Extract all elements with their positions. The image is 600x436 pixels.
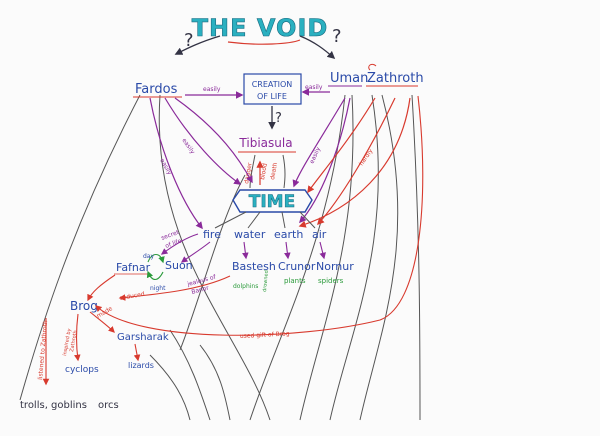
node-crunor: Crunor bbox=[278, 260, 316, 273]
time-to-elements bbox=[214, 211, 316, 229]
creation-line-1: CREATION bbox=[252, 80, 293, 89]
node-bastesh: Bastesh bbox=[232, 260, 276, 273]
node-fire: fire bbox=[203, 228, 221, 241]
node-time: TIME bbox=[249, 192, 295, 212]
label-blood: blood bbox=[259, 163, 269, 181]
label-easily-left: easily bbox=[203, 86, 221, 93]
brog-to-garsharak-arrow bbox=[89, 311, 115, 333]
water-to-bastesh-arrow bbox=[242, 241, 249, 260]
air-to-nornur-arrow bbox=[319, 241, 326, 260]
label-jealous-2: Banor bbox=[191, 284, 210, 295]
label-lizards: lizards bbox=[128, 361, 154, 370]
label-inspired-1: inspired by bbox=[62, 328, 73, 356]
node-fardos: Fardos bbox=[135, 82, 178, 97]
fafnar-to-brog-arrow bbox=[87, 274, 116, 302]
label-night: night bbox=[150, 285, 166, 292]
label-inspired-2: Zathroth bbox=[69, 330, 79, 352]
label-dolphins: dolphins bbox=[233, 283, 258, 290]
title: THE VOID bbox=[192, 14, 329, 42]
zathroth-red-arrows bbox=[298, 97, 411, 228]
void-to-fardos-arrow bbox=[174, 35, 221, 55]
node-cyclops: cyclops bbox=[65, 365, 99, 375]
time-box bbox=[232, 189, 313, 213]
void-to-uman-arrow bbox=[299, 35, 336, 60]
label-day: day bbox=[143, 253, 154, 260]
node-brog: Brog bbox=[70, 299, 98, 313]
question-mark-center: ? bbox=[275, 111, 282, 126]
label-hardly: hardly bbox=[358, 147, 375, 167]
node-earth: earth bbox=[274, 228, 303, 241]
uman-purple-arrows bbox=[292, 97, 351, 224]
label-easily-1: easily bbox=[158, 158, 173, 177]
question-mark-left: ? bbox=[184, 30, 194, 51]
label-easily-3: easily bbox=[308, 146, 322, 165]
node-trolls: trolls, goblins bbox=[20, 400, 87, 411]
label-easily-right: easily bbox=[305, 84, 323, 91]
label-spiders: spiders bbox=[318, 277, 344, 285]
node-nornur: Nornur bbox=[316, 260, 354, 273]
label-drowned: drowned bbox=[262, 270, 270, 292]
tibia-strand-1 bbox=[249, 154, 256, 189]
night-arrow bbox=[146, 270, 164, 281]
node-suon: Suon bbox=[165, 259, 193, 272]
node-water: water bbox=[234, 228, 266, 241]
fardos-purple-arrows bbox=[149, 97, 253, 230]
node-garsharak: Garsharak bbox=[117, 332, 169, 343]
day-arrow bbox=[147, 253, 165, 264]
seduced-arrow bbox=[118, 275, 231, 301]
creation-box bbox=[243, 73, 302, 105]
zathroth-swirl bbox=[368, 63, 377, 71]
node-uman: Uman bbox=[330, 71, 368, 86]
brog-to-cyclops-arrow bbox=[74, 313, 81, 362]
node-tibiasula: Tibiasula bbox=[238, 136, 292, 150]
node-fafnar: Fafnar bbox=[116, 261, 151, 274]
label-plants: plants bbox=[284, 277, 306, 285]
label-used-gift: used gift of Brog bbox=[240, 330, 290, 340]
earth-to-crunor-arrow bbox=[284, 241, 291, 260]
node-air: air bbox=[312, 228, 327, 241]
node-zathroth: Zathroth bbox=[367, 71, 424, 86]
fire-secret-arrow bbox=[160, 233, 199, 255]
label-death: death bbox=[269, 162, 279, 180]
creation-line-2: OF LIFE bbox=[257, 92, 287, 101]
fire-to-suon-arrow bbox=[180, 241, 211, 263]
label-seduced: seduced bbox=[119, 291, 145, 302]
label-dagger: dagger bbox=[243, 162, 254, 185]
question-mark-right: ? bbox=[332, 26, 342, 47]
node-orcs: orcs bbox=[98, 400, 119, 411]
tibia-strand-2 bbox=[282, 154, 286, 189]
used-gift-loop bbox=[95, 95, 424, 336]
garsharak-to-lizards-arrow bbox=[133, 343, 141, 362]
label-listened: listened to Zathroth bbox=[37, 320, 49, 380]
